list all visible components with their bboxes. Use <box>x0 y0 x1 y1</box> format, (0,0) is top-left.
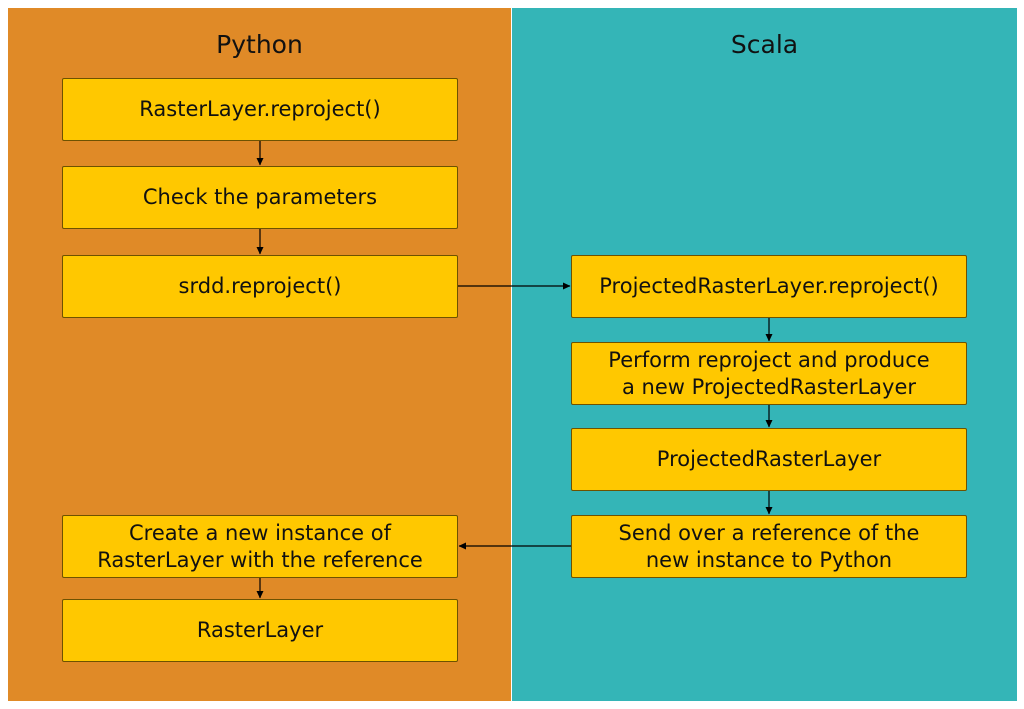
node-create-instance: Create a new instance of RasterLayer wit… <box>62 515 458 578</box>
node-projected-rasterlayer: ProjectedRasterLayer <box>571 428 967 491</box>
node-perform-reproject-line-1: Perform reproject and produce <box>608 347 930 372</box>
node-create-instance-line-2: RasterLayer with the reference <box>97 547 423 572</box>
node-rasterlayer-reproject-label: RasterLayer.reproject() <box>139 97 381 121</box>
node-send-reference-line-1: Send over a reference of the <box>618 520 920 545</box>
node-perform-reproject: Perform reproject and produce a new Proj… <box>571 342 967 405</box>
node-check-parameters-label: Check the parameters <box>142 185 378 209</box>
node-send-reference: Send over a reference of the new instanc… <box>571 515 967 578</box>
node-projected-reproject: ProjectedRasterLayer.reproject() <box>571 255 967 318</box>
node-projected-reproject-label: ProjectedRasterLayer.reproject() <box>599 274 939 298</box>
node-send-reference-line-2: new instance to Python <box>645 547 893 572</box>
python-lane-title: Python <box>216 30 303 59</box>
node-check-parameters: Check the parameters <box>62 166 458 229</box>
node-rasterlayer-reproject: RasterLayer.reproject() <box>62 78 458 141</box>
node-perform-reproject-line-2: a new ProjectedRasterLayer <box>622 374 916 399</box>
node-srdd-reproject-label: srdd.reproject() <box>178 274 342 298</box>
node-srdd-reproject: srdd.reproject() <box>62 255 458 318</box>
node-rasterlayer-label: RasterLayer <box>196 618 324 642</box>
node-projected-rasterlayer-label: ProjectedRasterLayer <box>656 447 882 471</box>
scala-lane-title: Scala <box>730 30 799 59</box>
node-rasterlayer: RasterLayer <box>62 599 458 662</box>
node-create-instance-line-1: Create a new instance of <box>129 520 391 545</box>
